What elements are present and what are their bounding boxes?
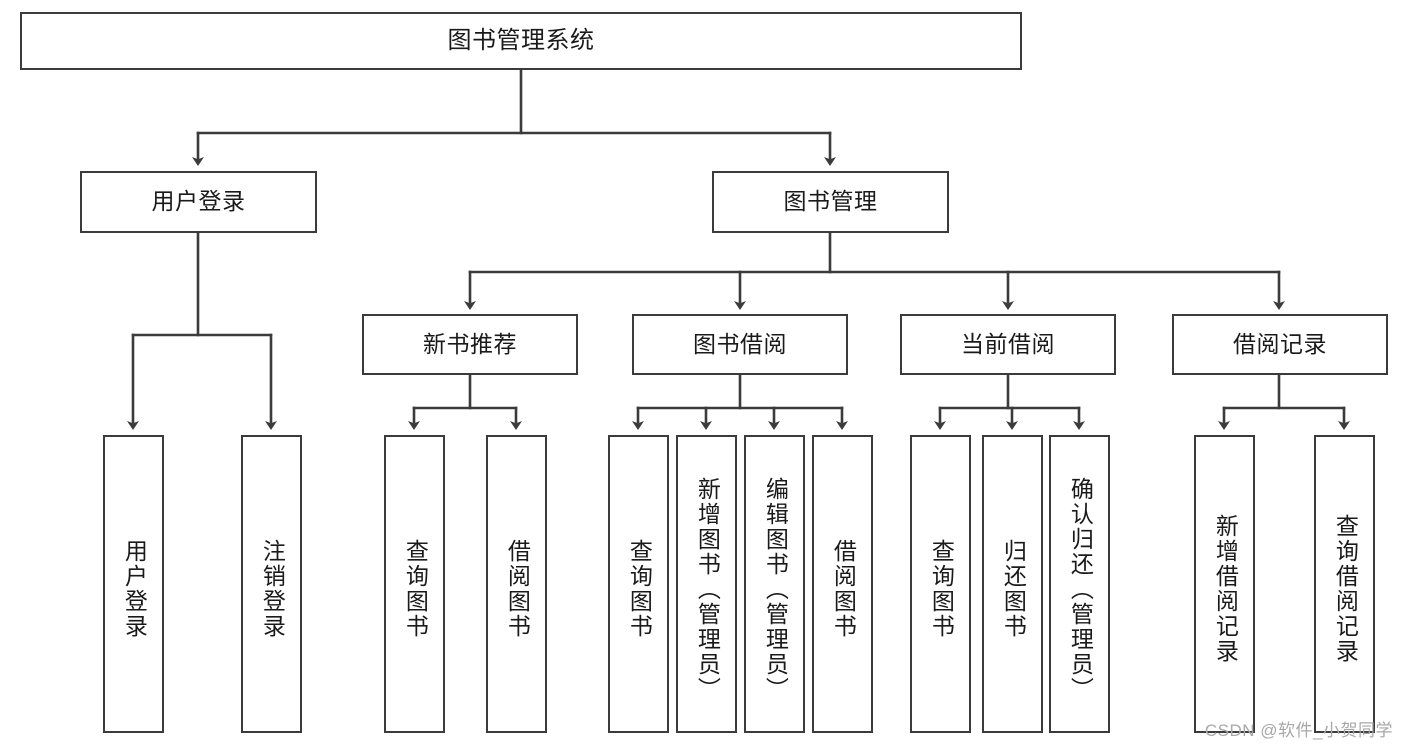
node-label: 图书管理 <box>783 188 878 215</box>
node-label: 借阅图书 <box>830 539 857 639</box>
node-book-manage[interactable]: 图书管理 <box>712 171 949 233</box>
node-leaf-logout[interactable]: 注销登录 <box>241 435 302 733</box>
node-leaf-return-book[interactable]: 归还图书 <box>982 435 1043 733</box>
node-leaf-query-book-1[interactable]: 查询图书 <box>384 435 445 733</box>
node-label: 用户登录 <box>151 188 246 215</box>
node-label: 用户登录 <box>121 539 148 639</box>
node-new-book-recommend[interactable]: 新书推荐 <box>362 314 578 375</box>
node-label: 确认归还（管理员） <box>1067 476 1094 702</box>
node-leaf-query-book-3[interactable]: 查询图书 <box>910 435 971 733</box>
node-label: 归还图书 <box>1000 539 1027 639</box>
node-label: 查询图书 <box>402 539 429 639</box>
watermark-text: CSDN @软件_小贺同学 <box>1204 721 1393 740</box>
node-label: 新增借阅记录 <box>1212 514 1239 664</box>
node-book-borrow[interactable]: 图书借阅 <box>632 314 848 375</box>
node-leaf-confirm-return[interactable]: 确认归还（管理员） <box>1049 435 1110 733</box>
node-leaf-query-record[interactable]: 查询借阅记录 <box>1314 435 1375 733</box>
node-label: 图书管理系统 <box>447 26 595 54</box>
node-leaf-add-book[interactable]: 新增图书（管理员） <box>676 435 737 733</box>
node-current-borrow[interactable]: 当前借阅 <box>900 314 1116 375</box>
node-label: 查询借阅记录 <box>1332 514 1359 664</box>
node-leaf-edit-book[interactable]: 编辑图书（管理员） <box>744 435 805 733</box>
node-leaf-query-book-2[interactable]: 查询图书 <box>608 435 669 733</box>
node-root-system[interactable]: 图书管理系统 <box>20 12 1022 70</box>
node-leaf-borrow-book-2[interactable]: 借阅图书 <box>812 435 873 733</box>
node-label: 当前借阅 <box>961 330 1055 357</box>
node-label: 借阅记录 <box>1233 330 1327 357</box>
node-label: 编辑图书（管理员） <box>762 476 789 702</box>
node-label: 借阅图书 <box>504 539 531 639</box>
node-label: 新增图书（管理员） <box>694 476 721 702</box>
node-label: 查询图书 <box>626 539 653 639</box>
node-leaf-borrow-book-1[interactable]: 借阅图书 <box>486 435 547 733</box>
node-label: 查询图书 <box>928 539 955 639</box>
node-label: 图书借阅 <box>693 330 787 357</box>
node-leaf-user-login[interactable]: 用户登录 <box>103 435 164 733</box>
node-borrow-record[interactable]: 借阅记录 <box>1172 314 1388 375</box>
node-leaf-add-record[interactable]: 新增借阅记录 <box>1194 435 1255 733</box>
node-user-login[interactable]: 用户登录 <box>80 171 317 233</box>
node-label: 新书推荐 <box>423 330 517 357</box>
node-label: 注销登录 <box>259 539 286 639</box>
